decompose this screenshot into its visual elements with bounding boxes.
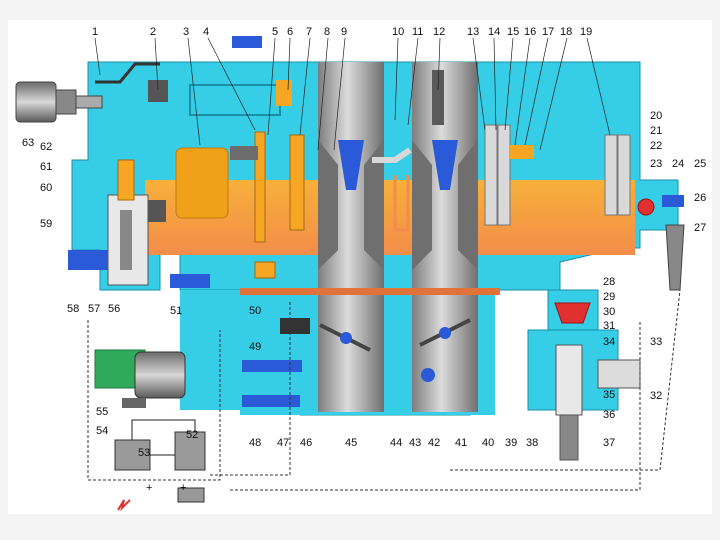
label-61: 61 xyxy=(40,161,52,173)
leader-lines xyxy=(94,37,611,151)
fitting-26 xyxy=(662,195,684,207)
label-5: 5 xyxy=(272,26,278,38)
label-19: 19 xyxy=(580,26,592,38)
label-4: 4 xyxy=(203,26,209,38)
jet-assembly-left xyxy=(230,131,305,279)
label-30: 30 xyxy=(603,306,615,318)
label-14: 14 xyxy=(488,26,500,38)
label-63: 63 xyxy=(22,137,34,149)
label-23: 23 xyxy=(650,158,662,170)
needle-valve xyxy=(68,159,166,286)
plug-50 xyxy=(280,318,310,334)
label-59: 59 xyxy=(40,218,52,230)
label-50: 50 xyxy=(249,305,261,317)
valve-24 xyxy=(637,198,655,216)
label-24: 24 xyxy=(672,158,684,170)
secondary-chamber xyxy=(412,62,478,412)
vacuum-lines xyxy=(87,289,681,491)
label-16: 16 xyxy=(524,26,536,38)
pipe-48 xyxy=(242,395,300,407)
label-53: 53 xyxy=(138,447,150,459)
label-48: 48 xyxy=(249,437,261,449)
label-32: 32 xyxy=(650,390,662,402)
throttle-gasket xyxy=(240,288,500,295)
label-57: 57 xyxy=(88,303,100,315)
float xyxy=(175,147,229,219)
label-10: 10 xyxy=(392,26,404,38)
label-8: 8 xyxy=(324,26,330,38)
label-11: 11 xyxy=(412,26,423,38)
label-44: 44 xyxy=(390,437,402,449)
label-60: 60 xyxy=(40,182,52,194)
label-12: 12 xyxy=(433,26,445,38)
label-26: 26 xyxy=(694,192,706,204)
label-35: 35 xyxy=(603,389,615,401)
pipe-49 xyxy=(242,360,302,372)
label-28: 28 xyxy=(603,276,615,288)
label-27: 27 xyxy=(694,222,706,234)
electric-circuit: + + xyxy=(94,349,206,512)
label-13: 13 xyxy=(467,26,479,38)
jet-assembly-right xyxy=(484,124,631,226)
plus-sign-2: + xyxy=(180,482,186,494)
label-6: 6 xyxy=(287,26,293,38)
label-25: 25 xyxy=(694,158,706,170)
label-40: 40 xyxy=(482,437,494,449)
secondary-diffuser xyxy=(432,140,458,190)
label-58: 58 xyxy=(67,303,79,315)
connector xyxy=(177,487,205,503)
label-33: 33 xyxy=(650,336,662,348)
label-54: 54 xyxy=(96,425,108,437)
part-labels: 1 2 3 4 5 6 7 8 9 10 11 12 13 14 15 16 1… xyxy=(22,26,706,459)
label-43: 43 xyxy=(409,437,421,449)
fitting-51 xyxy=(170,274,210,288)
label-2: 2 xyxy=(150,26,156,38)
primary-chamber xyxy=(318,62,384,412)
label-29: 29 xyxy=(603,291,615,303)
small-diffuser xyxy=(338,140,364,190)
label-36: 36 xyxy=(603,409,615,421)
label-55: 55 xyxy=(96,406,108,418)
label-37: 37 xyxy=(603,437,615,449)
vent-fitting xyxy=(232,36,262,48)
label-17: 17 xyxy=(542,26,554,38)
label-15: 15 xyxy=(507,26,519,38)
switch-52 xyxy=(174,431,206,471)
label-49: 49 xyxy=(249,341,261,353)
label-47: 47 xyxy=(277,437,289,449)
label-42: 42 xyxy=(428,437,440,449)
label-18: 18 xyxy=(560,26,572,38)
choke-actuator xyxy=(15,62,168,123)
label-22: 22 xyxy=(650,140,662,152)
label-39: 39 xyxy=(505,437,517,449)
label-41: 41 xyxy=(455,437,467,449)
fuel-inlet-pipe xyxy=(68,250,108,270)
label-45: 45 xyxy=(345,437,357,449)
label-9: 9 xyxy=(341,26,347,38)
label-20: 20 xyxy=(650,110,662,122)
solenoid-valve xyxy=(134,351,186,399)
label-62: 62 xyxy=(40,141,52,153)
label-31: 31 xyxy=(603,320,615,332)
label-7: 7 xyxy=(306,26,312,38)
label-46: 46 xyxy=(300,437,312,449)
label-52: 52 xyxy=(186,429,198,441)
label-3: 3 xyxy=(183,26,189,38)
relay-53 xyxy=(114,439,151,471)
accelerator-pump xyxy=(527,289,641,461)
label-21: 21 xyxy=(650,125,662,137)
label-34: 34 xyxy=(603,336,615,348)
label-51: 51 xyxy=(170,305,182,317)
plus-sign-1: + xyxy=(146,482,152,494)
label-1: 1 xyxy=(92,26,98,38)
label-38: 38 xyxy=(526,437,538,449)
label-56: 56 xyxy=(108,303,120,315)
spark-icon xyxy=(117,499,131,512)
